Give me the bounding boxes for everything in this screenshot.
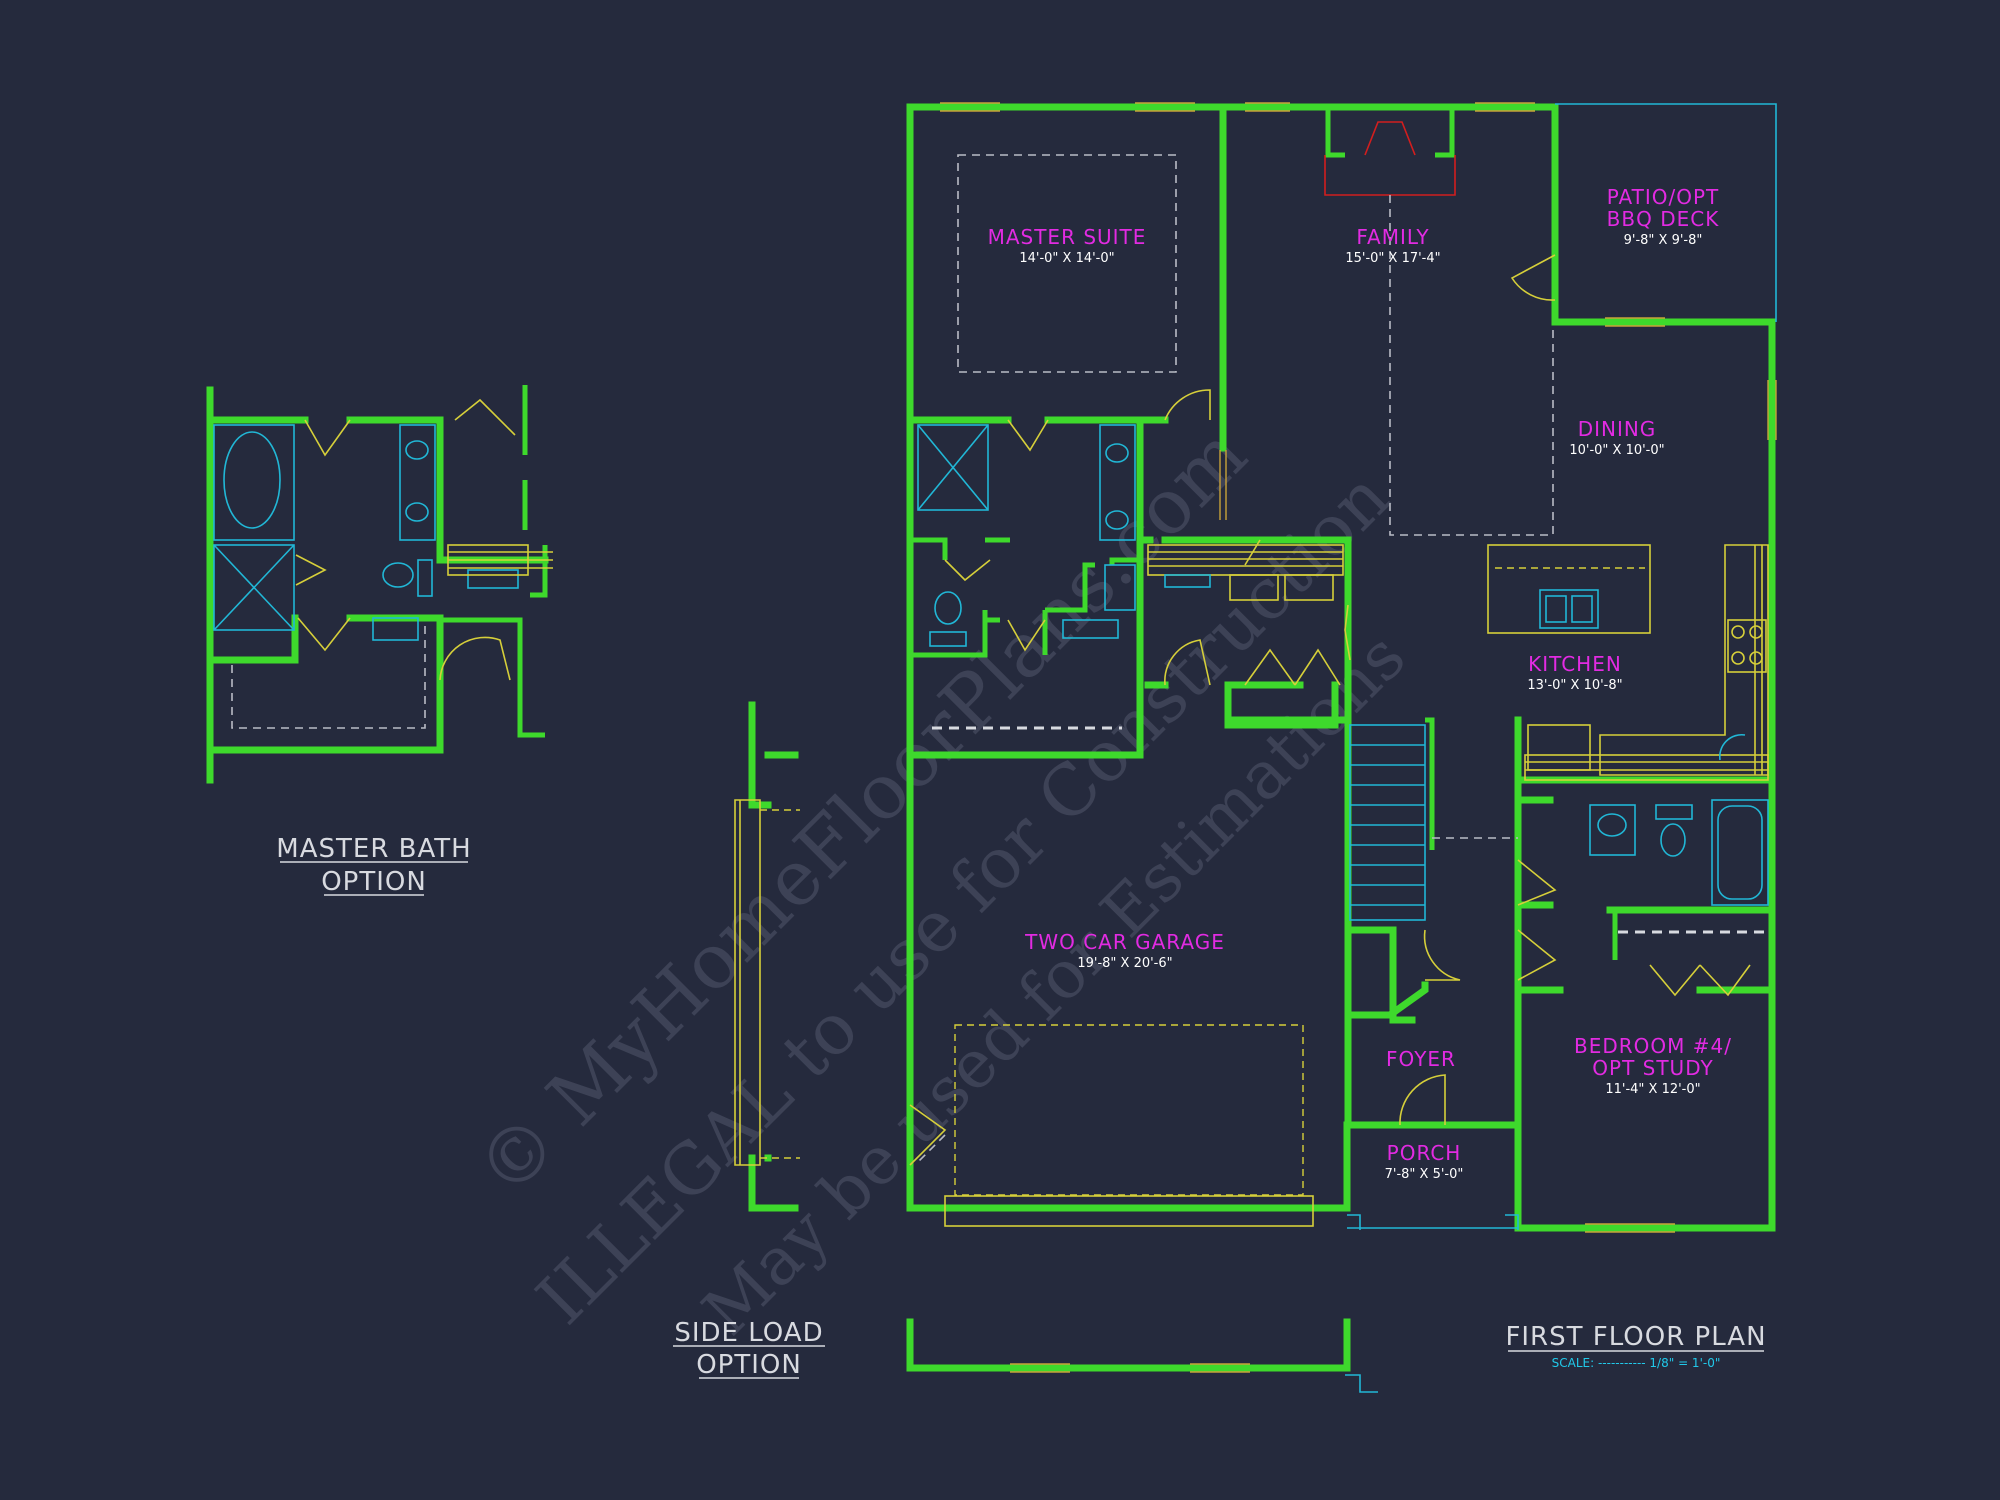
door-swings xyxy=(909,254,1751,1166)
kitchen-fixtures xyxy=(1487,544,1769,781)
side-load-option-title-line1: SIDE LOAD xyxy=(674,1318,823,1348)
master-suite-dim: 14'-0" X 14'-0" xyxy=(1019,251,1114,266)
bedroom4-label-line2: OPT STUDY xyxy=(1592,1056,1713,1080)
family-dim: 15'-0" X 17'-4" xyxy=(1345,251,1440,266)
dining-dim: 10'-0" X 10'-0" xyxy=(1569,443,1664,458)
main-floor-plan xyxy=(906,102,1777,1233)
patio-label-line2: BBQ DECK xyxy=(1607,207,1720,231)
bedroom4-label-line1: BEDROOM #4/ xyxy=(1574,1034,1732,1058)
side-load-option-title-line2: OPTION xyxy=(696,1350,802,1380)
garage-dim: 19'-8" X 20'-6" xyxy=(1077,956,1172,971)
windows xyxy=(940,102,1777,1233)
porch-dim: 7'-8" X 5'-0" xyxy=(1385,1167,1464,1182)
kitchen-dim: 13'-0" X 10'-8" xyxy=(1527,678,1622,693)
room-labels: MASTER SUITE 14'-0" X 14'-0" FAMILY 15'-… xyxy=(988,185,1732,1182)
foyer-label: FOYER xyxy=(1386,1047,1456,1071)
plan-scale: SCALE: ----------- 1/8" = 1'-0" xyxy=(1552,1356,1721,1370)
dining-label: DINING xyxy=(1578,417,1657,441)
kitchen-label: KITCHEN xyxy=(1528,652,1622,676)
family-label: FAMILY xyxy=(1356,225,1429,249)
master-bath-fixtures xyxy=(917,424,1136,647)
master-bath-option-title-line1: MASTER BATH xyxy=(276,834,471,864)
option-titles: MASTER BATH OPTION SIDE LOAD OPTION FIRS… xyxy=(276,834,1766,1380)
hall-bath-fixtures xyxy=(1589,799,1769,906)
porch-label: PORCH xyxy=(1387,1141,1462,1165)
master-bath-option-drawing xyxy=(206,385,553,784)
patio-dim: 9'-8" X 9'-8" xyxy=(1624,233,1703,248)
side-load-option-drawing xyxy=(734,701,1378,1393)
plan-title: FIRST FLOOR PLAN xyxy=(1505,1322,1766,1352)
stair xyxy=(1349,724,1518,921)
bedroom4-dim: 11'-4" X 12'-0" xyxy=(1605,1082,1700,1097)
master-bath-option-title-line2: OPTION xyxy=(321,867,427,897)
master-suite-label: MASTER SUITE xyxy=(988,225,1147,249)
patio-label-line1: PATIO/OPT xyxy=(1607,185,1720,209)
garage-label: TWO CAR GARAGE xyxy=(1024,930,1225,954)
